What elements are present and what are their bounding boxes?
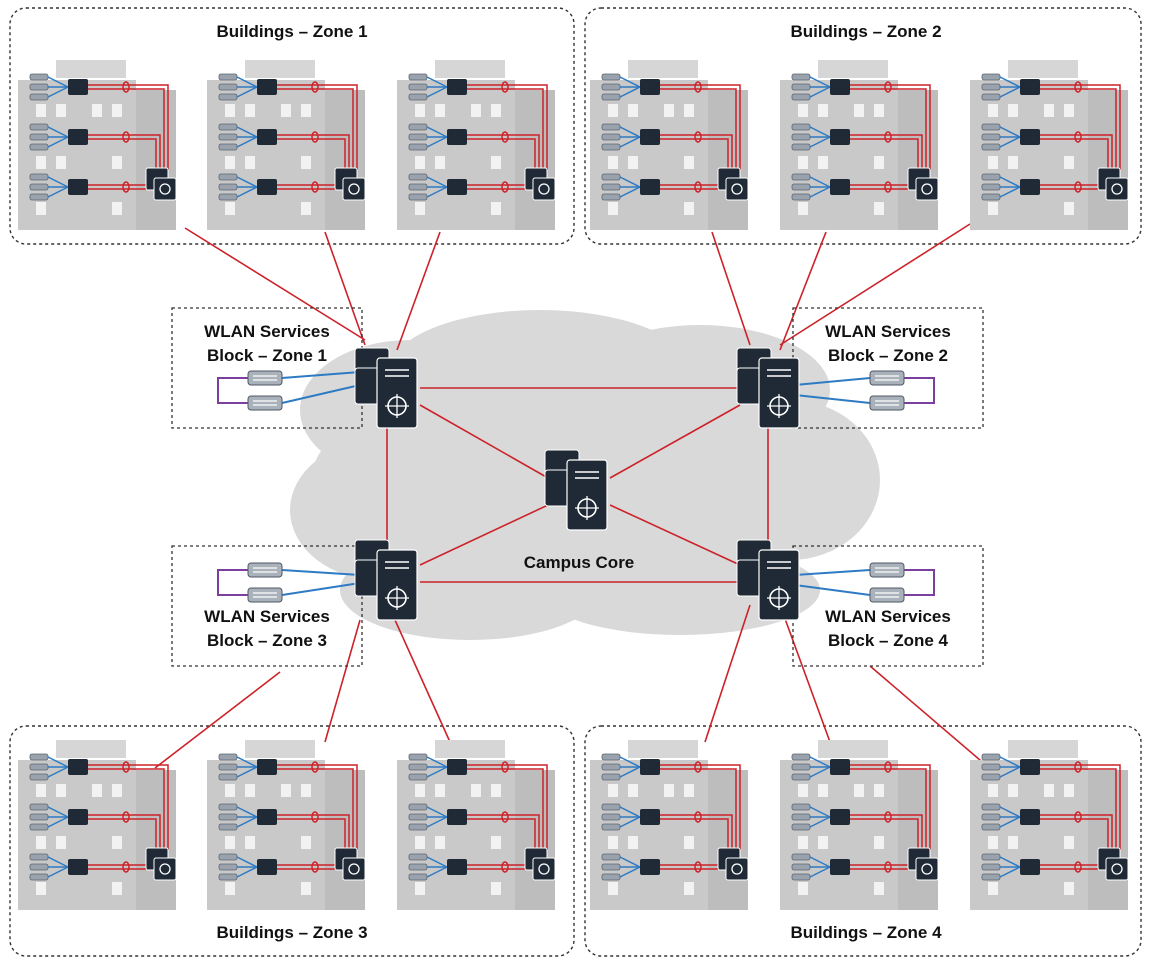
wlan-controllers-4 (794, 562, 935, 603)
zone-frame-2 (584, 7, 1142, 245)
building-icon (969, 739, 1129, 911)
zone-4-title: Buildings – Zone 4 (790, 923, 942, 942)
wlan-controller-icon (869, 562, 905, 578)
wlan-3-line1: WLAN Services (204, 607, 330, 626)
wlan-4-line1: WLAN Services (825, 607, 951, 626)
wlan-controllers-2 (794, 370, 935, 411)
wlan-controller-icon (869, 587, 905, 603)
building-icon (779, 59, 939, 231)
wlan-controller-icon (247, 587, 283, 603)
building-icon (779, 739, 939, 911)
wlan-controller-icon (869, 370, 905, 386)
zone-frame-3 (9, 725, 575, 957)
wlan-controllers-3 (217, 562, 361, 603)
building-icon (17, 59, 177, 231)
wlan-frame-3 (171, 545, 363, 667)
wlan-controller-icon (247, 562, 283, 578)
building-icon (589, 59, 749, 231)
campus-core-label: Campus Core (524, 553, 635, 572)
wlan-controller-icon (247, 370, 283, 386)
wlan-controllers-1 (217, 370, 361, 411)
wlan-4-line2: Block – Zone 4 (828, 631, 949, 650)
wlan-controller-icon (869, 395, 905, 411)
zone-2-title: Buildings – Zone 2 (790, 22, 941, 41)
building-icon (396, 739, 556, 911)
building-icon (206, 739, 366, 911)
zone-frame-4 (584, 725, 1142, 957)
wlan-1-line2: Block – Zone 1 (207, 346, 327, 365)
wlan-frame-1 (171, 307, 363, 429)
zone-1-title: Buildings – Zone 1 (216, 22, 367, 41)
building-icon (17, 739, 177, 911)
wlan-3-line2: Block – Zone 3 (207, 631, 327, 650)
zone-3-title: Buildings – Zone 3 (216, 923, 367, 942)
zone-frame-1 (9, 7, 575, 245)
core-mesh-lines (386, 387, 769, 583)
building-icon (206, 59, 366, 231)
wlan-controller-icon (247, 395, 283, 411)
building-icon (969, 59, 1129, 231)
wlan-2-line1: WLAN Services (825, 322, 951, 341)
building-icon (396, 59, 556, 231)
uplink-lines (154, 223, 1016, 791)
wlan-2-line2: Block – Zone 2 (828, 346, 948, 365)
building-icon (589, 739, 749, 911)
wlan-1-line1: WLAN Services (204, 322, 330, 341)
